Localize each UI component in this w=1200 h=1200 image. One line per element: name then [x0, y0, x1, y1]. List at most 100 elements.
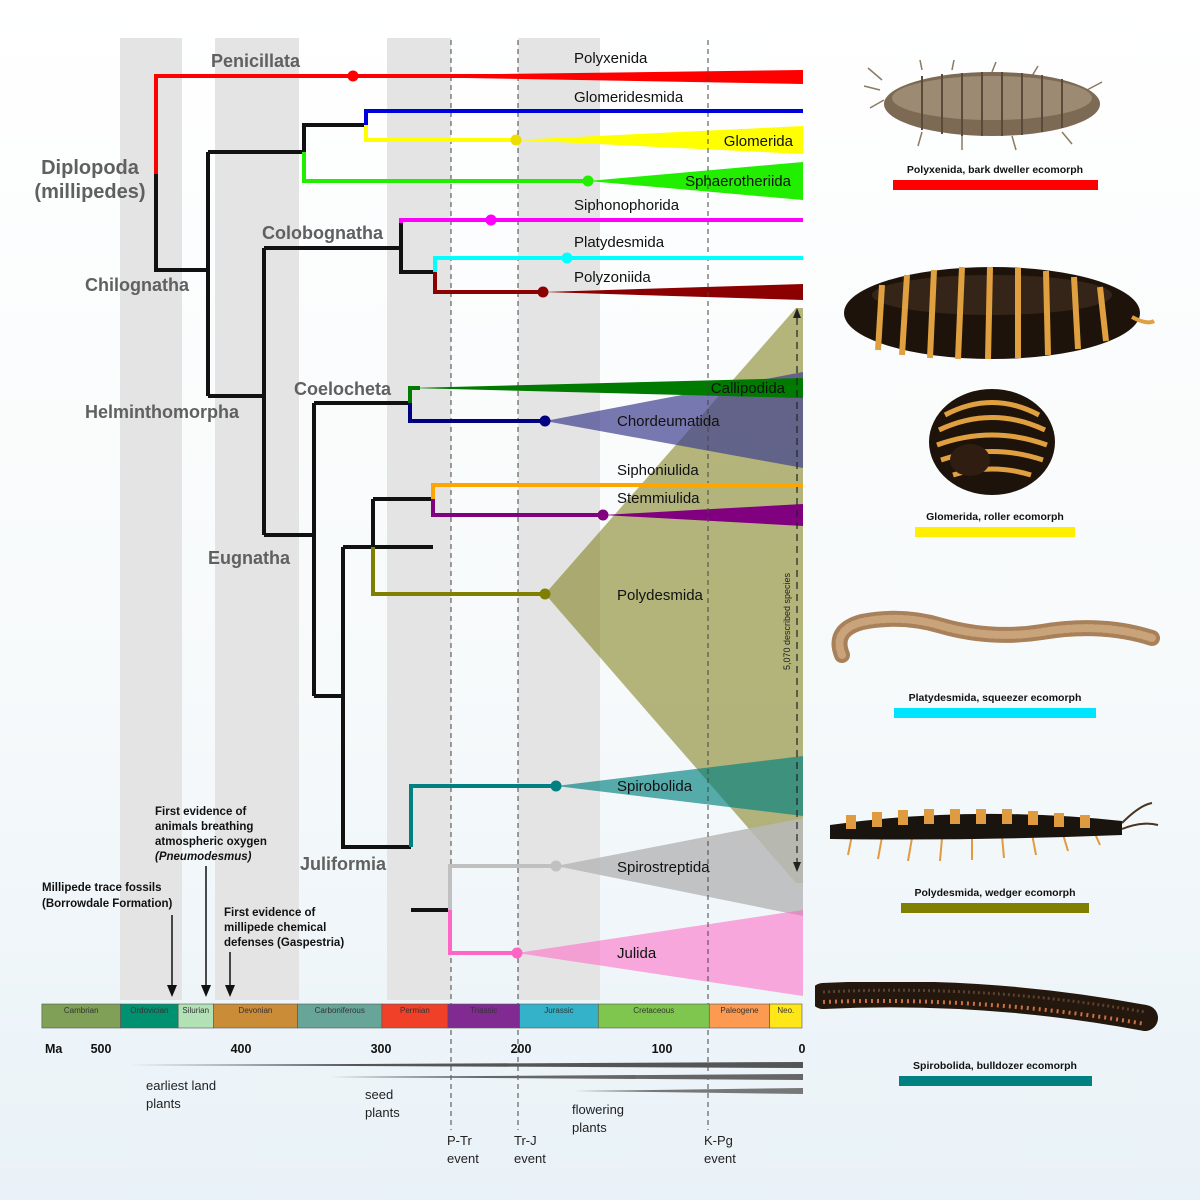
- ecomorph-bar-polyxenida: [892, 180, 1098, 190]
- ecomorph-bar-spirobolida: [898, 1076, 1092, 1086]
- trj-event-line2: event: [514, 1151, 546, 1166]
- order-label-sphaerotheriida: Sphaerotheriida: [685, 173, 792, 190]
- clade-label-colobognatha: Colobognatha: [262, 223, 384, 243]
- clade-labels: Diplopoda (millipedes) Penicillata Chilo…: [34, 51, 392, 874]
- glomerida-wedge: [515, 126, 803, 154]
- axis-tick-200: 200: [511, 1042, 532, 1056]
- period-triassic: [447, 1003, 520, 1029]
- julida-wedge: [517, 910, 803, 996]
- glomerida-side-photo: [844, 266, 1155, 360]
- flowering-plants-bar: [575, 1088, 803, 1094]
- order-label-spirostreptida: Spirostreptida: [617, 859, 710, 876]
- period-label: Cambrian: [64, 1006, 99, 1015]
- glomeridesmida-branch: [364, 109, 803, 125]
- order-label-polyxenida: Polyxenida: [574, 50, 648, 67]
- period-permian: [381, 1003, 449, 1029]
- ecomorph-label-platydesmida: Platydesmida, squeezer ecomorph: [908, 692, 1082, 704]
- order-label-spirobolida: Spirobolida: [617, 778, 693, 795]
- period-stripes: [120, 38, 600, 1000]
- species-note: 5,070 described species: [782, 572, 792, 670]
- trj-event-line1: Tr-J: [514, 1133, 537, 1148]
- period-label: Cretaceous: [633, 1006, 674, 1015]
- period-label: Silurian: [182, 1006, 209, 1015]
- period-label: Devonian: [239, 1006, 273, 1015]
- clade-label-eugnatha: Eugnatha: [208, 548, 291, 568]
- period-label: Ordovician: [130, 1006, 168, 1015]
- clade-label-penicillata: Penicillata: [211, 51, 301, 71]
- polydesmida-branch: [371, 547, 545, 596]
- chemical-note-line1: First evidence of: [224, 907, 316, 919]
- axis-tick-500: 500: [91, 1042, 112, 1056]
- order-label-polyzoniida: Polyzoniida: [574, 269, 651, 286]
- order-label-glomerida: Glomerida: [724, 133, 794, 150]
- axis-unit-label: Ma: [45, 1042, 63, 1056]
- land-plants-line2: plants: [146, 1096, 181, 1111]
- glomerida-branch: [364, 125, 516, 142]
- stripe-permian: [387, 38, 451, 1000]
- sphaerotheriida-branch: [302, 152, 588, 183]
- ecomorph-spirobolida: Spirobolida, bulldozer ecomorph: [875, 1060, 1115, 1086]
- land-plants-bar: [130, 1062, 803, 1068]
- ecomorph-label-glomerida: Glomerida, roller ecomorph: [926, 511, 1064, 523]
- polyzoniida-branch: [433, 272, 545, 294]
- order-label-chordeumatida: Chordeumatida: [617, 413, 720, 430]
- period-label: Permian: [400, 1006, 430, 1015]
- ecomorph-label-polydesmida: Polydesmida, wedger ecomorph: [914, 887, 1076, 899]
- order-label-siphonophorida: Siphonophorida: [574, 197, 680, 214]
- stemmiulida-wedge: [603, 504, 803, 526]
- siphoniulida-branch: [431, 483, 803, 499]
- period-devonian: [213, 1003, 298, 1029]
- ecomorph-bar-glomerida: [915, 527, 1075, 537]
- period-label: Neo.: [777, 1006, 794, 1015]
- axis-tick-300: 300: [371, 1042, 392, 1056]
- platydesmida-branch: [433, 256, 803, 272]
- ecomorph-polyxenida: Polyxenida, bark dweller ecomorph: [875, 164, 1115, 190]
- period-cambrian: [41, 1003, 121, 1029]
- stripe-devonian: [215, 38, 299, 1000]
- ptr-event-line2: event: [447, 1151, 479, 1166]
- stripe-ordovician: [120, 38, 182, 1000]
- period-jurassic: [519, 1003, 599, 1029]
- glomerida-rolled-photo: [929, 389, 1055, 495]
- polyxenida-photo: [863, 60, 1103, 151]
- period-label: Paleogene: [720, 1006, 759, 1015]
- stripe-jurassic: [518, 38, 600, 1000]
- ecomorph-bar-platydesmida: [894, 708, 1096, 718]
- order-label-callipodida: Callipodida: [711, 380, 786, 397]
- breathing-note-line2: animals breathing: [155, 821, 253, 833]
- spirostreptida-wedge: [556, 818, 803, 916]
- period-paleogene: [708, 1003, 770, 1029]
- polyzoniida-wedge: [543, 284, 803, 300]
- ecomorph-bar-polydesmida: [901, 903, 1089, 913]
- callipodida-branch: [408, 386, 420, 403]
- julida-branch: [448, 910, 517, 955]
- breathing-note-line1: First evidence of: [155, 806, 247, 818]
- axis-tick-0: 0: [799, 1042, 806, 1056]
- breathing-note-line3: atmospheric oxygen: [155, 836, 267, 848]
- clade-label-chilognatha: Chilognatha: [85, 275, 190, 295]
- diversity-wedges: [353, 70, 803, 996]
- root-label-millipedes: (millipedes): [34, 181, 145, 203]
- ecomorph-label-polyxenida: Polyxenida, bark dweller ecomorph: [906, 164, 1084, 176]
- order-label-julida: Julida: [617, 945, 657, 962]
- trace-fossils-note-line1: Millipede trace fossils: [42, 882, 162, 894]
- order-label-platydesmida: Platydesmida: [574, 234, 665, 251]
- plant-timelines: earliest land plants seed plants floweri…: [130, 1062, 803, 1135]
- clade-label-juliformia: Juliformia: [300, 854, 387, 874]
- ecomorph-label-spirobolida: Spirobolida, bulldozer ecomorph: [913, 1060, 1077, 1072]
- kpg-event-line2: event: [704, 1151, 736, 1166]
- breathing-note-line4: (Pneumodesmus): [155, 851, 252, 863]
- order-label-polydesmida: Polydesmida: [617, 587, 704, 604]
- axis-ticks: Ma 500 400 300 200 100 0: [45, 1042, 806, 1056]
- crown-nodes: [347, 70, 609, 959]
- polydesmida-photo: [830, 802, 1159, 862]
- spirobolida-photo: [815, 982, 1158, 1031]
- seed-plants-line2: plants: [365, 1105, 400, 1120]
- stemmiulida-branch: [431, 499, 603, 517]
- land-plants-line1: earliest land: [146, 1078, 216, 1093]
- order-labels: Polyxenida Glomeridesmida Glomerida Spha…: [574, 50, 794, 962]
- platydesmida-photo: [831, 610, 1160, 663]
- order-label-stemmiulida: Stemmiulida: [617, 490, 700, 507]
